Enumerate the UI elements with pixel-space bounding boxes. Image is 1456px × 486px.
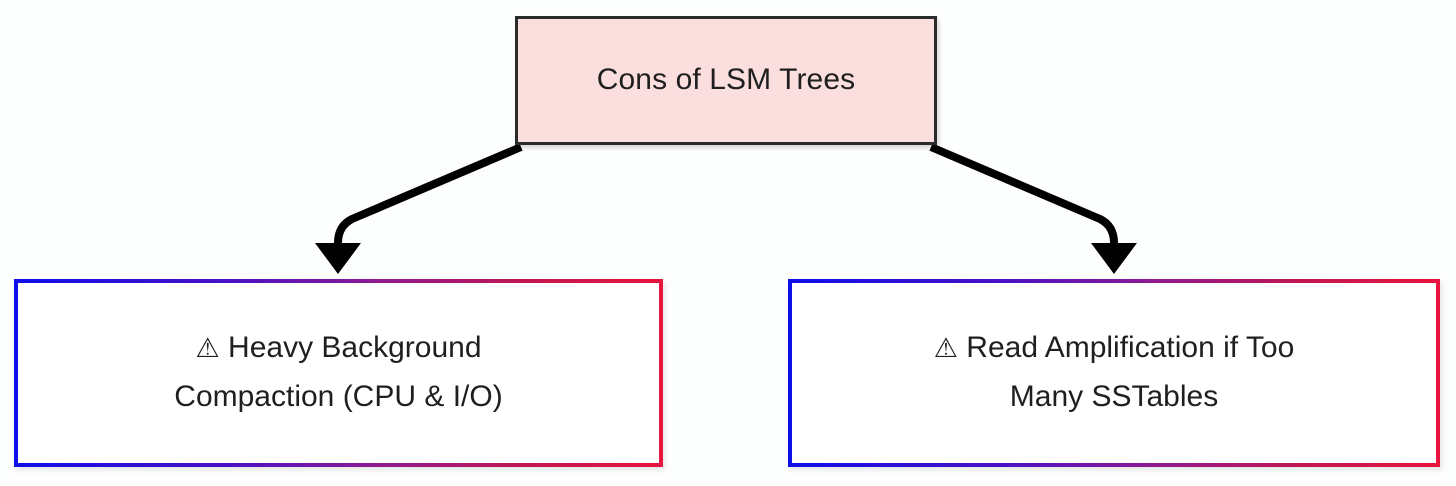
node-left-line1: Heavy Background xyxy=(228,331,482,365)
arrowhead-right-icon xyxy=(1091,243,1137,274)
node-left-inner: ⚠ Heavy Background Compaction (CPU & I/O… xyxy=(18,283,659,463)
node-heavy-background-compaction[interactable]: ⚠ Heavy Background Compaction (CPU & I/O… xyxy=(14,279,663,467)
node-left-label: ⚠ Heavy Background Compaction (CPU & I/O… xyxy=(174,324,502,421)
node-right-label: ⚠ Read Amplification if Too Many SSTable… xyxy=(934,324,1295,421)
node-cons-of-lsm-trees[interactable]: Cons of LSM Trees xyxy=(515,16,937,145)
node-right-inner: ⚠ Read Amplification if Too Many SSTable… xyxy=(792,283,1436,463)
edge-root-to-left xyxy=(315,143,523,274)
node-root-label: Cons of LSM Trees xyxy=(596,63,856,97)
warning-triangle-icon: ⚠ xyxy=(933,333,958,364)
node-read-amplification-if-too-many-sstables[interactable]: ⚠ Read Amplification if Too Many SSTable… xyxy=(788,279,1440,467)
node-left-line2: Compaction (CPU & I/O) xyxy=(174,380,503,413)
warning-triangle-icon: ⚠ xyxy=(195,333,220,364)
node-right-line1: Read Amplification if Too xyxy=(966,331,1295,365)
node-right-line2: Many SSTables xyxy=(1009,380,1219,413)
edge-root-to-right xyxy=(929,143,1137,274)
arrowhead-left-icon xyxy=(315,243,361,274)
